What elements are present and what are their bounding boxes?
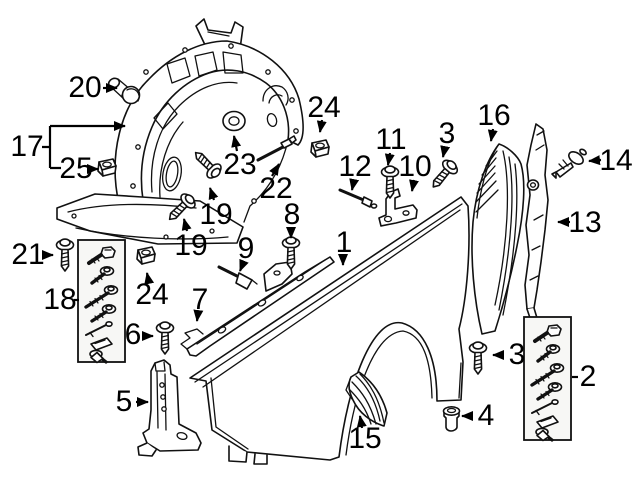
callout-label-9: 9 <box>238 232 255 265</box>
bracket-10 <box>378 188 418 227</box>
callout-label-24a: 24 <box>307 91 340 124</box>
rod-12 <box>338 188 378 209</box>
callout-label-8: 8 <box>284 198 301 231</box>
clip-24-lower <box>136 246 156 265</box>
callout-label-17: 17 <box>10 130 43 163</box>
bolt-21 <box>55 238 75 272</box>
callout-label-5: 5 <box>116 385 133 418</box>
bracket-5 <box>137 359 202 457</box>
pin-9 <box>217 265 258 290</box>
grommet-23 <box>222 110 246 132</box>
trim-strip-16 <box>471 143 525 335</box>
callout-label-13: 13 <box>568 206 601 239</box>
callout-label-14: 14 <box>599 144 632 177</box>
bolt-20 <box>107 77 141 105</box>
screw-3-lower <box>468 341 488 375</box>
callout-label-3b: 3 <box>509 338 526 371</box>
callout-label-16: 16 <box>477 99 510 132</box>
screw-19-upper <box>188 145 225 182</box>
callout-label-4: 4 <box>478 399 495 432</box>
liner-arch <box>114 40 304 205</box>
mud-guard-15 <box>345 371 388 427</box>
callout-label-18: 18 <box>43 283 76 316</box>
callout-label-11: 11 <box>375 123 406 156</box>
hardware-kit-2 <box>523 316 572 443</box>
callout-label-10: 10 <box>398 150 431 183</box>
callout-label-24b: 24 <box>135 278 168 311</box>
callout-label-19a: 19 <box>199 198 232 231</box>
fender-outline <box>189 196 470 461</box>
fender-panel <box>189 196 470 465</box>
callout-label-25: 25 <box>59 152 92 185</box>
support-rail <box>180 256 335 357</box>
callout-label-2: 2 <box>580 360 597 393</box>
callout-label-22: 22 <box>259 172 292 205</box>
callout-label-20: 20 <box>68 71 101 104</box>
callout-label-19b: 19 <box>174 229 207 262</box>
rod-22 <box>256 135 297 162</box>
push-pin-14 <box>551 148 587 179</box>
fender-liner <box>56 18 304 245</box>
callout-label-7: 7 <box>192 283 209 316</box>
fender-wheel-arch <box>345 330 433 456</box>
clip-25 <box>97 158 117 177</box>
leader-lines <box>42 83 602 429</box>
clip-24-upper <box>310 139 330 158</box>
callout-label-12: 12 <box>338 150 371 183</box>
callout-label-23: 23 <box>223 148 256 181</box>
nut-4 <box>442 405 461 432</box>
callout-label-3a: 3 <box>439 117 456 150</box>
callout-label-21: 21 <box>11 238 44 271</box>
bolt-6 <box>155 321 175 355</box>
callout-label-1: 1 <box>336 226 353 259</box>
callout-label-6: 6 <box>125 318 142 351</box>
callout-label-15: 15 <box>348 422 381 455</box>
screw-3-upper <box>425 156 462 194</box>
hardware-kit-18 <box>77 239 126 365</box>
callouts: 20 17 25 23 22 19 19 24 8 9 11 12 10 3 1… <box>10 71 632 455</box>
mount-strip-13 <box>524 123 549 319</box>
